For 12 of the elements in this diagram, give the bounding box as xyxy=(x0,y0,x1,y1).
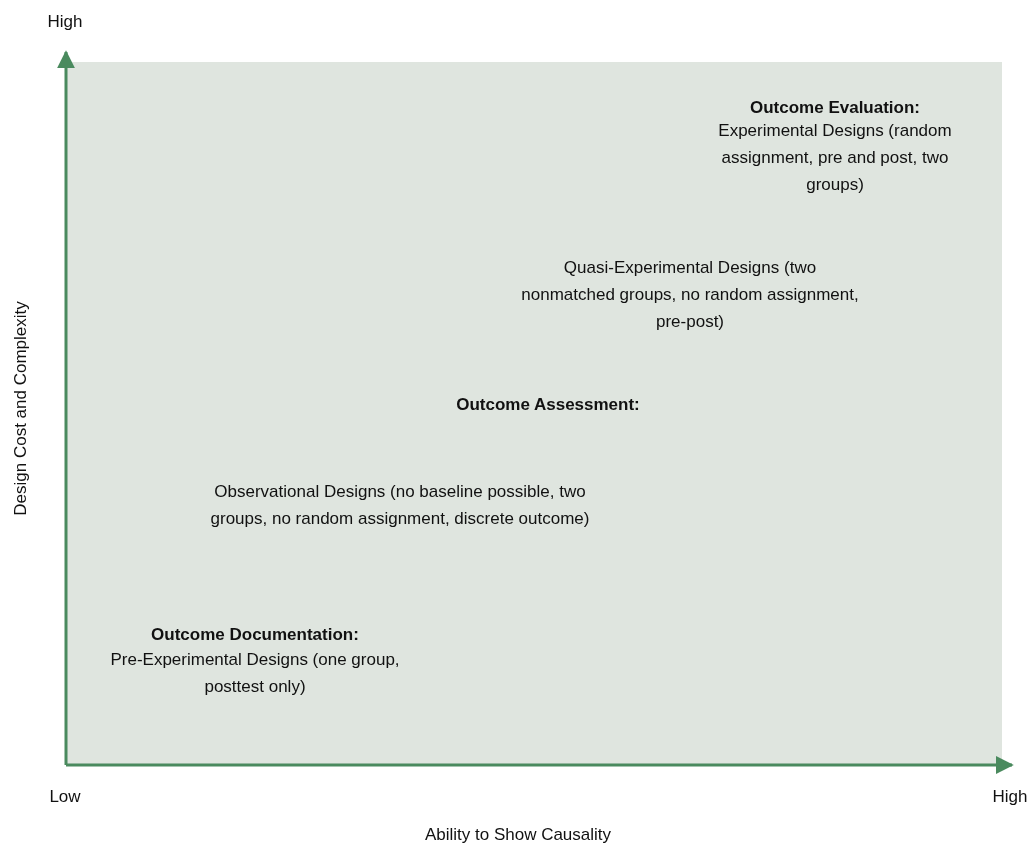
design-description: Experimental Designs (random assignment, pre and post, two groups) xyxy=(717,120,953,196)
axis-title: Design Cost and Complexity xyxy=(9,301,31,516)
design-description: Quasi-Experimental Designs (two nonmatched groups, no random assignment, pre-post) xyxy=(520,257,860,333)
quadrant-heading: Outcome Assessment: xyxy=(455,394,641,416)
quadrant-heading: Outcome Documentation: xyxy=(150,624,360,646)
design-description: Observational Designs (no baseline possible, two groups, no random assignment, discrete outcome) xyxy=(209,481,591,530)
axis-end-label: High xyxy=(991,786,1029,808)
axis-end-label: Low xyxy=(48,786,82,808)
axis-title: Ability to Show Causality xyxy=(423,824,613,846)
design-description: Pre-Experimental Designs (one group, posttest only) xyxy=(109,649,401,698)
quadrant-heading: Outcome Evaluation: xyxy=(749,97,921,119)
axis-end-label: High xyxy=(46,11,84,33)
